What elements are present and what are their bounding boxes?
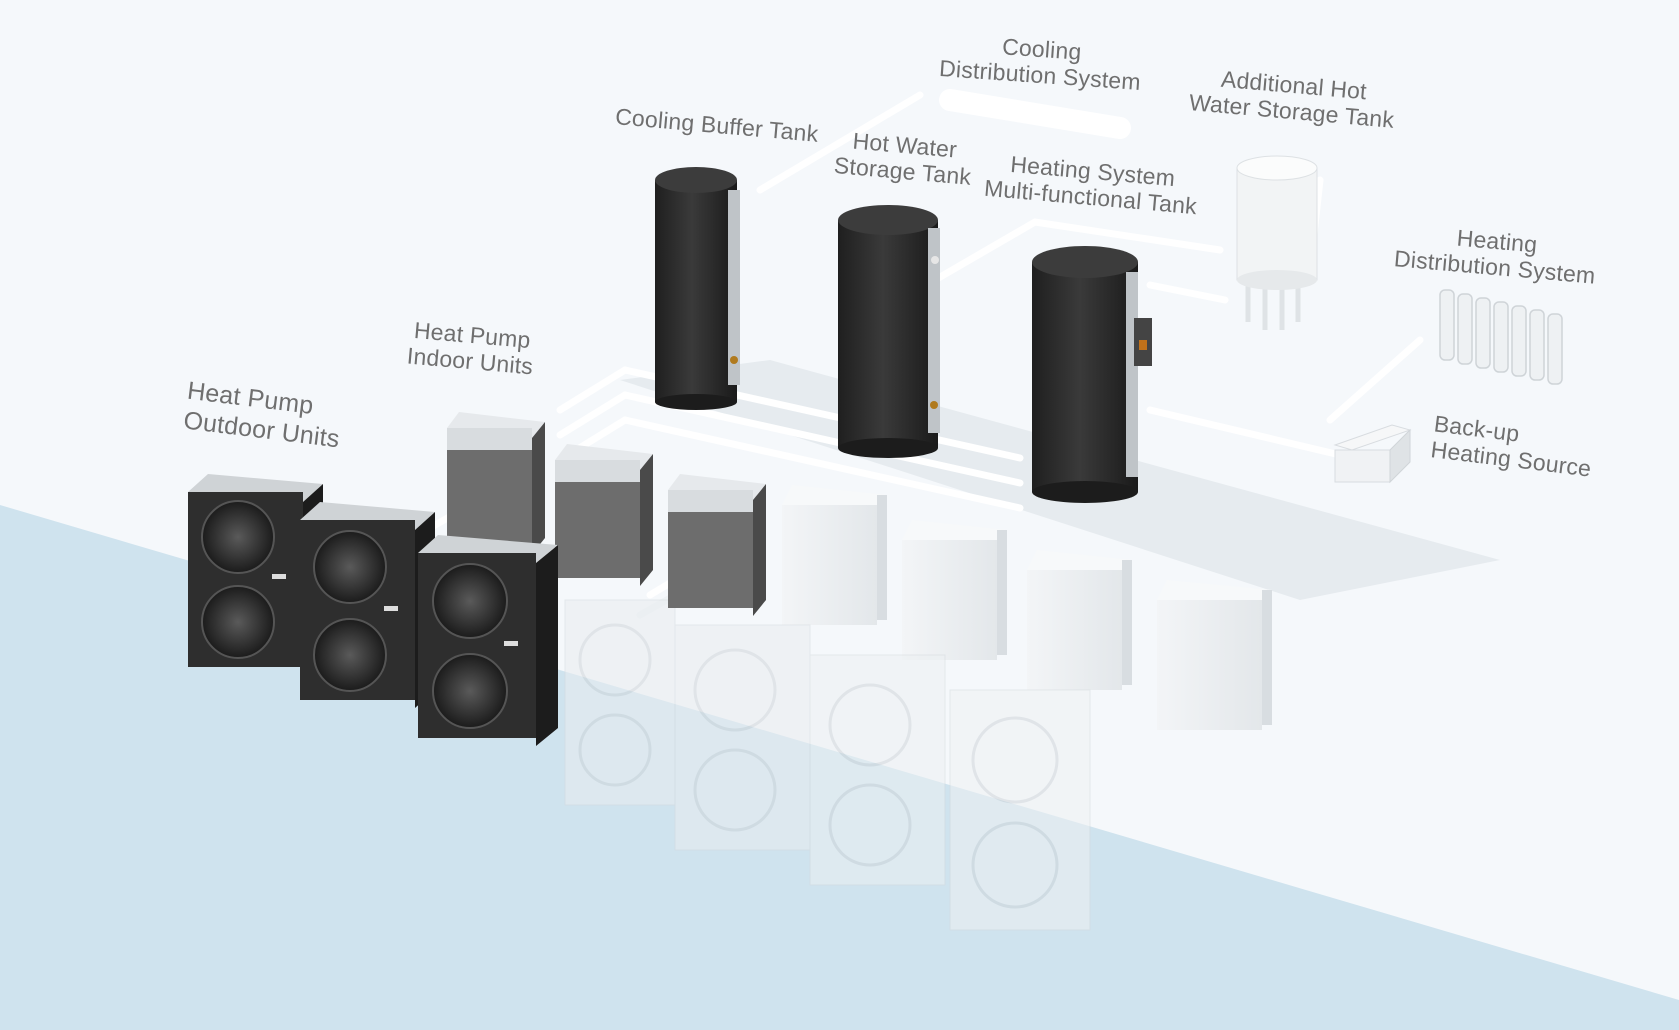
radiator (1439, 289, 1563, 385)
ghost-indoor-units (782, 485, 1272, 730)
backup-heating-box (1333, 424, 1412, 484)
outdoor-units (188, 474, 558, 746)
indoor-units (447, 412, 766, 616)
additional-hot-water-tank (1236, 155, 1318, 330)
hot-water-storage-tank (838, 205, 940, 458)
label-indoor-units: Heat Pump Indoor Units (406, 317, 536, 379)
heating-multifunctional-tank (1032, 246, 1152, 503)
ghost-outdoor-units (564, 599, 1091, 931)
cooling-buffer-tank (655, 167, 740, 410)
pipe-network (426, 89, 1424, 619)
